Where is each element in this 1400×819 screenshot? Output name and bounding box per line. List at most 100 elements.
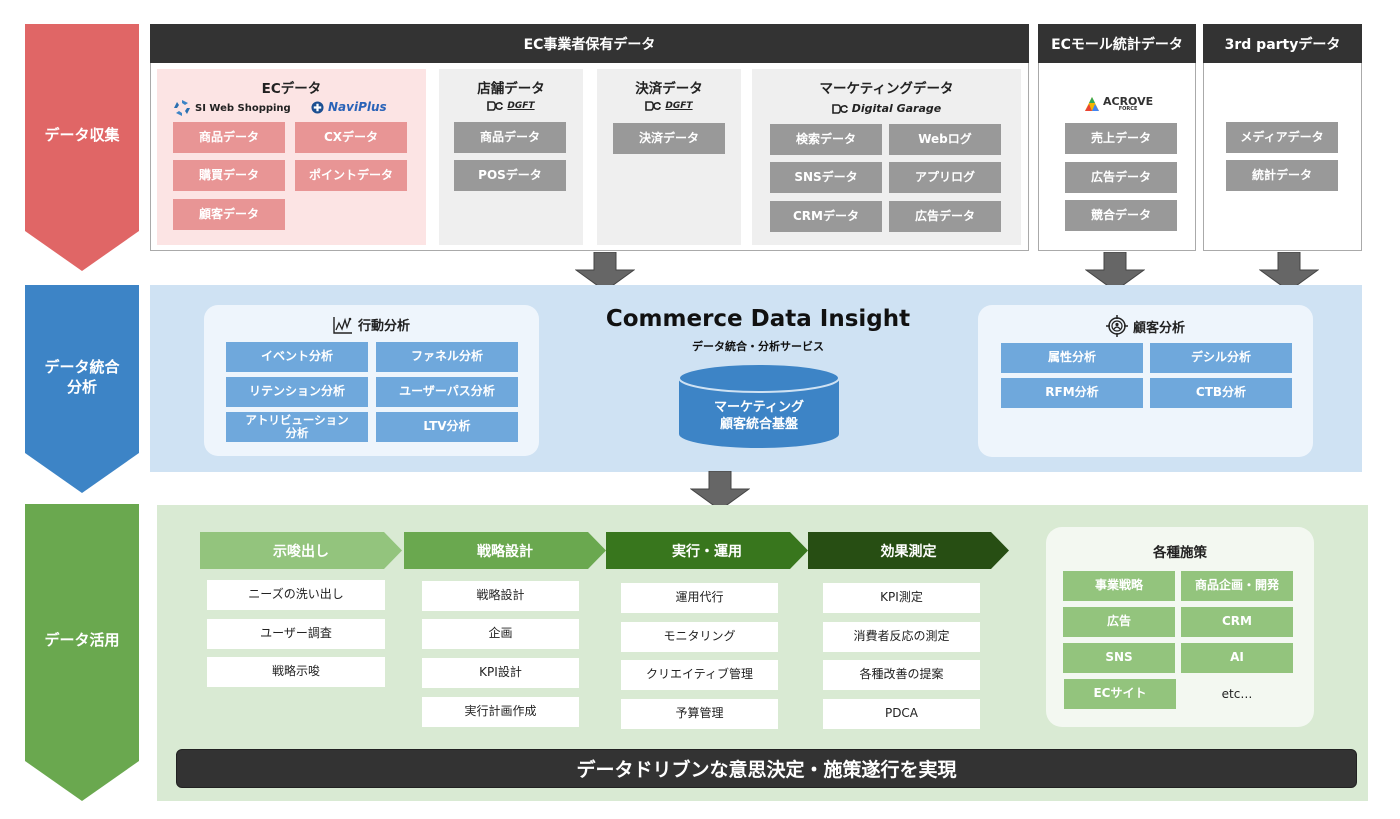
ec-owner-data-header: EC事業者保有データ [150, 24, 1029, 63]
analysis-item: デシル分析 [1150, 343, 1292, 373]
analysis-item: LTV分析 [376, 412, 518, 442]
digital-garage-icon [831, 103, 848, 114]
task-item: 戦略設計 [422, 581, 579, 611]
panel-title: ECデータ [261, 81, 322, 97]
task-item: ユーザー調査 [207, 619, 385, 649]
measure-item: ECサイト [1064, 679, 1176, 709]
dgft-icon [645, 101, 662, 111]
analysis-item: 属性分析 [1001, 343, 1143, 373]
step-strategy: 戦略設計 [404, 532, 606, 569]
task-item: 運用代行 [621, 583, 778, 613]
panel-title: 各種施策 [1153, 545, 1207, 561]
dgft-logo: DGFT [597, 101, 741, 111]
task-item: モニタリング [621, 622, 778, 652]
stage-label: データ収集 [44, 126, 120, 145]
naviplus-logo: NaviPlus [311, 100, 387, 114]
data-item: 広告データ [1065, 162, 1177, 193]
behavior-analysis-panel: 行動分析 イベント分析 ファネル分析 リテンション分析 ユーザーパス分析 アトリ… [204, 305, 539, 456]
conclusion-banner: データドリブンな意思決定・施策遂行を実現 [176, 749, 1357, 788]
data-item: ポイントデータ [295, 160, 407, 191]
stage-data-collection: データ収集 [25, 24, 139, 271]
data-item: SNSデータ [770, 162, 882, 193]
measure-item: AI [1181, 643, 1293, 673]
task-item: 消費者反応の測定 [823, 622, 980, 652]
stage-data-integration: データ統合 分析 [25, 285, 139, 493]
data-item: Webログ [889, 124, 1001, 155]
stage-label: データ統合 分析 [44, 357, 120, 396]
panel-title: 顧客分析 [978, 315, 1313, 337]
acrove-icon [1085, 97, 1099, 111]
down-arrow-icon [575, 252, 635, 292]
data-item: 商品データ [454, 122, 566, 153]
measure-item: 広告 [1063, 607, 1175, 637]
panel-title: マーケティングデータ [819, 81, 954, 97]
si-web-shopping-logo: SI Web Shopping [173, 99, 291, 117]
payment-data-panel: 決済データ DGFT 決済データ [597, 69, 741, 245]
data-item: アプリログ [889, 162, 1001, 193]
task-item: 企画 [422, 619, 579, 649]
si-web-shopping-icon [174, 100, 190, 116]
ec-mall-data-header: ECモール統計データ [1038, 24, 1196, 63]
analysis-item: リテンション分析 [226, 377, 368, 407]
analysis-item: CTB分析 [1150, 378, 1292, 408]
step-insight: 示唆出し [200, 532, 402, 569]
analysis-item: ファネル分析 [376, 342, 518, 372]
analysis-item: イベント分析 [226, 342, 368, 372]
data-item: 競合データ [1065, 200, 1177, 231]
panel-title: 決済データ [635, 81, 703, 97]
ec-data-panel: ECデータ SI Web Shopping NaviPlus 商品データ CXデ… [157, 69, 426, 245]
stage-data-utilization: データ活用 [25, 504, 139, 801]
measure-item: 事業戦略 [1063, 571, 1175, 601]
task-item: クリエイティブ管理 [621, 660, 778, 690]
measures-etc: etc… [1221, 687, 1253, 701]
down-arrow-icon [690, 471, 750, 511]
data-item: 売上データ [1065, 123, 1177, 154]
measure-item: CRM [1181, 607, 1293, 637]
down-arrow-icon [1259, 252, 1319, 292]
store-data-panel: 店舗データ DGFT 商品データ POSデータ [439, 69, 583, 245]
data-item: POSデータ [454, 160, 566, 191]
measures-panel: 各種施策 事業戦略 商品企画・開発 広告 CRM SNS AI ECサイト et… [1046, 527, 1314, 727]
database-label: マーケティング 顧客統合基盤 [714, 400, 804, 432]
data-item: 商品データ [173, 122, 285, 153]
task-item: ニーズの洗い出し [207, 580, 385, 610]
analysis-item: ユーザーパス分析 [376, 377, 518, 407]
product-subtitle: データ統合・分析サービス [692, 340, 824, 353]
task-item: KPI設計 [422, 658, 579, 688]
down-arrow-icon [1085, 252, 1145, 292]
data-item: CXデータ [295, 122, 407, 153]
database-icon [678, 363, 840, 448]
data-item: 広告データ [889, 201, 1001, 232]
task-item: PDCA [823, 699, 980, 729]
task-item: KPI測定 [823, 583, 980, 613]
line-chart-icon [333, 316, 352, 334]
task-item: 実行計画作成 [422, 697, 579, 727]
stage-label: データ活用 [44, 631, 120, 650]
data-item: CRMデータ [770, 201, 882, 232]
marketing-data-panel: マーケティングデータ Digital Garage 検索データ Webログ SN… [752, 69, 1021, 245]
data-item: メディアデータ [1226, 122, 1338, 153]
target-user-icon [1105, 315, 1128, 337]
data-item: 顧客データ [173, 199, 285, 230]
acrove-force-logo: ACROVE FORCE [1084, 96, 1153, 112]
third-party-data-header: 3rd partyデータ [1203, 24, 1362, 63]
dgft-icon [487, 101, 504, 111]
data-item: 統計データ [1226, 160, 1338, 191]
analysis-item: アトリビューション 分析 [226, 412, 368, 442]
measure-item: SNS [1063, 643, 1175, 673]
digital-garage-logo: Digital Garage [752, 102, 1021, 115]
data-item: 検索データ [770, 124, 882, 155]
naviplus-icon [311, 100, 324, 114]
task-item: 予算管理 [621, 699, 778, 729]
measure-item: 商品企画・開発 [1181, 571, 1293, 601]
panel-title: 店舗データ [477, 81, 545, 97]
panel-title: 行動分析 [204, 315, 539, 334]
task-item: 各種改善の提案 [823, 660, 980, 690]
product-title: Commerce Data Insight [605, 306, 911, 332]
data-item: 購買データ [173, 160, 285, 191]
task-item: 戦略示唆 [207, 657, 385, 687]
analysis-item: RFM分析 [1001, 378, 1143, 408]
customer-analysis-panel: 顧客分析 属性分析 デシル分析 RFM分析 CTB分析 [978, 305, 1313, 457]
dgft-logo: DGFT [439, 101, 583, 111]
step-measurement: 効果測定 [808, 532, 1009, 569]
